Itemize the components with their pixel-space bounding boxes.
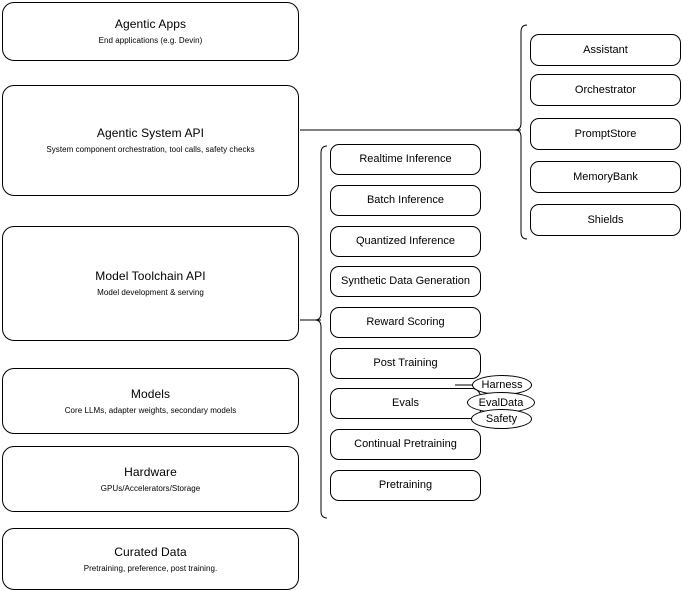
capability-label: Reward Scoring — [366, 316, 445, 328]
capability-quantized-inference[interactable]: Quantized Inference — [330, 226, 481, 257]
stack-layer-models[interactable]: Models Core LLMs, adapter weights, secon… — [2, 368, 299, 434]
capability-label: Continual Pretraining — [354, 438, 457, 450]
system-component-label: Shields — [587, 213, 624, 226]
system-component-shields[interactable]: Shields — [530, 204, 681, 236]
brace-system-components — [514, 24, 528, 240]
system-component-orchestrator[interactable]: Orchestrator — [530, 74, 681, 106]
capability-continual-pretraining[interactable]: Continual Pretraining — [330, 429, 481, 460]
stack-layer-subtitle: GPUs/Accelerators/Storage — [100, 483, 201, 493]
evals-subcomponent-safety[interactable]: Safety — [471, 409, 532, 429]
evals-subcomponent-label: Safety — [485, 413, 518, 425]
stack-layer-hardware[interactable]: Hardware GPUs/Accelerators/Storage — [2, 446, 299, 512]
system-component-promptstore[interactable]: PromptStore — [530, 118, 681, 150]
capability-label: Batch Inference — [366, 194, 445, 206]
stack-layer-subtitle: System component orchestration, tool cal… — [46, 145, 255, 154]
capability-label: Pretraining — [378, 479, 433, 491]
brace-toolchain-capabilities — [314, 145, 328, 519]
stack-layer-agentic-system-api[interactable]: Agentic System API System component orch… — [2, 85, 299, 196]
capability-pretraining[interactable]: Pretraining — [330, 470, 481, 501]
stack-layer-title: Agentic Apps — [114, 17, 187, 31]
stack-layer-subtitle: Pretraining, preference, post training. — [83, 563, 218, 573]
capability-reward-scoring[interactable]: Reward Scoring — [330, 307, 481, 338]
capability-label: Quantized Inference — [355, 235, 456, 247]
capability-label: Evals — [392, 397, 419, 409]
stack-layer-model-toolchain-api[interactable]: Model Toolchain API Model development & … — [2, 226, 299, 341]
capability-label: Realtime Inference — [359, 153, 452, 165]
stack-layer-title: Agentic System API — [96, 126, 205, 140]
system-component-label: MemoryBank — [573, 170, 638, 183]
evals-subcomponent-evaldata[interactable]: EvalData — [467, 392, 535, 413]
capability-realtime-inference[interactable]: Realtime Inference — [330, 144, 481, 175]
system-component-label: Orchestrator — [574, 83, 637, 96]
capability-post-training[interactable]: Post Training — [330, 348, 481, 379]
stack-layer-subtitle: Core LLMs, adapter weights, secondary mo… — [64, 405, 237, 415]
capability-label: Synthetic Data Generation — [340, 275, 471, 287]
stack-layer-title: Curated Data — [114, 544, 187, 559]
stack-layer-curated-data[interactable]: Curated Data Pretraining, preference, po… — [2, 528, 299, 590]
stack-layer-title: Model Toolchain API — [95, 269, 206, 283]
stack-layer-agentic-apps[interactable]: Agentic Apps End applications (e.g. Devi… — [2, 2, 299, 61]
capability-batch-inference[interactable]: Batch Inference — [330, 185, 481, 216]
system-component-label: Assistant — [583, 43, 628, 56]
stack-layer-title: Hardware — [124, 464, 177, 479]
capability-label: Post Training — [373, 357, 438, 369]
capability-synthetic-data-generation[interactable]: Synthetic Data Generation — [330, 266, 481, 297]
evals-subcomponent-label: Harness — [481, 379, 523, 391]
stack-layer-title: Models — [130, 386, 171, 401]
system-component-assistant[interactable]: Assistant — [530, 34, 681, 66]
capability-evals[interactable]: Evals — [330, 388, 481, 419]
stack-layer-subtitle: Model development & serving — [97, 288, 204, 297]
stack-layer-subtitle: End applications (e.g. Devin) — [98, 36, 203, 45]
system-component-memorybank[interactable]: MemoryBank — [530, 161, 681, 193]
evals-subcomponent-label: EvalData — [478, 396, 524, 409]
system-component-label: PromptStore — [574, 127, 637, 140]
